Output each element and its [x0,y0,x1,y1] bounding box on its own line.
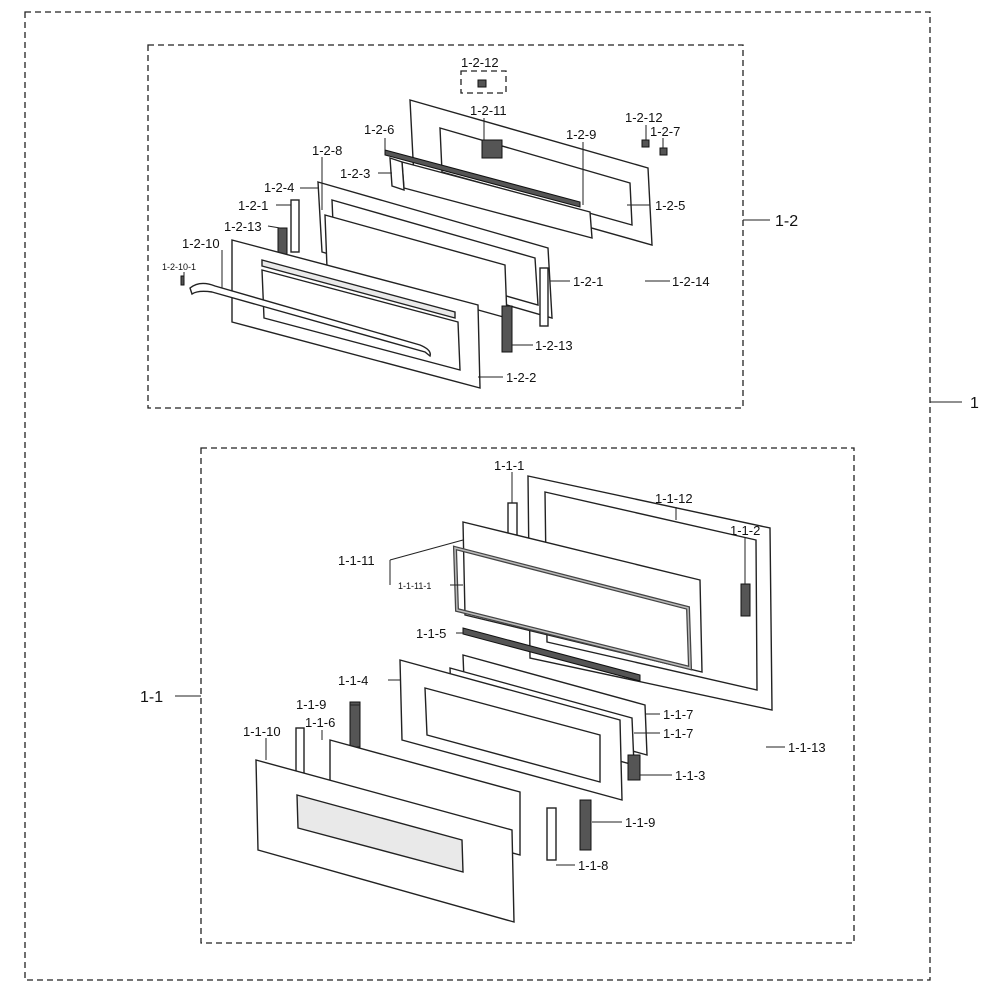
part-hinge-left [290,199,300,253]
part-gasket-loop-inner [454,547,691,669]
label-1-1-12: 1-1-12 [655,491,693,506]
label-1-1-5: 1-1-5 [416,626,446,641]
label-1-1-9-left: 1-1-9 [296,697,326,712]
label-1-2-7: 1-2-7 [650,124,680,139]
label-assembly-1-1: 1-1 [140,689,163,706]
label-1-2-2: 1-2-2 [506,370,536,385]
label-1-2-9: 1-2-9 [566,127,596,142]
part-hinge-right [539,267,549,327]
label-1-2-12-top: 1-2-12 [461,55,499,70]
lower-drawer-parts [255,475,773,923]
part-screw [180,275,185,286]
label-1-2-1-right: 1-2-1 [573,274,603,289]
label-1-1-7-a: 1-1-7 [663,707,693,722]
part-lower-hinge-1-1-2 [740,583,751,617]
part-lower-inner-frame [462,521,703,673]
label-1-2-13-left: 1-2-13 [224,219,262,234]
part-clip-1-2-7 [659,147,668,156]
label-1-1-11-1: 1-1-11-1 [398,581,431,591]
label-assembly-1: 1 [970,395,979,412]
label-1-2-8: 1-2-8 [312,143,342,158]
label-1-1-9-right: 1-1-9 [625,815,655,830]
part-lower-gasket-strip [462,627,641,682]
part-clip-right [641,139,650,148]
part-clip-group-box [460,70,507,94]
label-1-2-6: 1-2-6 [364,122,394,137]
label-1-1-6: 1-1-6 [305,715,335,730]
label-1-2-1-left: 1-2-1 [238,198,268,213]
part-glass-1-2-3 [389,157,405,191]
label-1-2-10: 1-2-10 [182,236,220,251]
label-1-1-3: 1-1-3 [675,768,705,783]
part-bracket [481,139,503,159]
part-lower-hinge-left [295,727,305,774]
label-1-2-10-1: 1-2-10-1 [162,262,196,272]
part-lower-front-panel-window [296,794,464,873]
label-1-2-11: 1-2-11 [470,103,507,118]
label-1-2-13-right: 1-2-13 [535,338,573,353]
label-1-1-8: 1-1-8 [578,858,608,873]
part-lower-door-frame-window [424,687,601,783]
part-lower-bracket-1-1-3 [627,754,641,781]
part-gasket-strip [384,149,581,208]
label-assembly-1-2: 1-2 [775,213,798,230]
upper-drawer-parts [180,70,668,389]
part-lower-hinge-1-1-8 [546,807,557,861]
leader-lines [183,118,785,866]
label-1-1-11: 1-1-11 [338,553,375,568]
label-1-2-14: 1-2-14 [672,274,710,289]
label-1-1-2: 1-1-2 [730,523,760,538]
part-damper-right [501,305,513,353]
label-1-1-4: 1-1-4 [338,673,368,688]
label-1-2-12-right: 1-2-12 [625,110,663,125]
label-1-2-3: 1-2-3 [340,166,370,181]
label-1-1-13: 1-1-13 [788,740,826,755]
assembly-1-2-boundary [147,44,744,409]
part-clip-top [477,79,487,88]
part-handle [189,282,431,358]
label-1-1-1: 1-1-1 [494,458,524,473]
part-lower-hinge-1-1-1 [507,502,518,536]
assembly-1-1-boundary [200,447,855,944]
assembly-1-boundary [24,11,931,981]
part-lower-damper-right [579,799,592,851]
part-lower-damper-left [349,701,361,748]
label-1-2-5: 1-2-5 [655,198,685,213]
label-1-2-4: 1-2-4 [264,180,294,195]
label-1-1-10: 1-1-10 [243,724,281,739]
part-front-panel-slot [261,259,456,319]
label-1-1-7-b: 1-1-7 [663,726,693,741]
